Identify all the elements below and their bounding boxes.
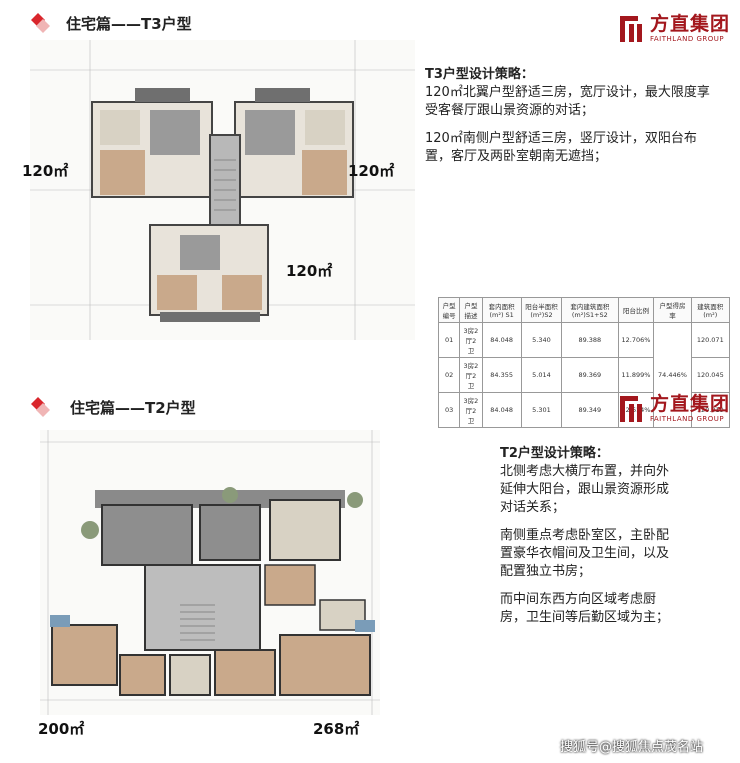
- table-header: 套内建筑面积(m²)S1+S2: [561, 297, 619, 323]
- table-cell: 89.349: [561, 392, 619, 428]
- table-cell: 01: [437, 322, 461, 358]
- brand-logo-en: FAITHLAND GROUP: [650, 415, 725, 423]
- table-cell: 5.301: [520, 392, 563, 428]
- table-cell: 5.340: [520, 322, 563, 358]
- watermark-text: 搜狐号@搜狐焦点茂名站: [560, 740, 704, 755]
- table-cell: 89.388: [561, 322, 619, 358]
- table-cell: 89.369: [561, 357, 619, 393]
- brand-logo: 方直集团 FAITHLAND GROUP: [618, 394, 730, 424]
- table-header: 阳台半面积(m²)S2: [520, 297, 563, 323]
- table-cell: 3房2厅2卫: [459, 392, 483, 428]
- table-cell: 84.048: [481, 322, 522, 358]
- table-row: 03 3房2厅2卫 84.048 5.301 89.349 12.614% 12…: [437, 392, 731, 428]
- section-marker-icon: [31, 397, 50, 417]
- brand-logo-icon: [620, 396, 642, 422]
- strategy-heading: T3户型设计策略：: [425, 67, 534, 82]
- brand-logo-icon: [620, 16, 642, 42]
- table-header: 户型得房率: [653, 297, 692, 323]
- strategy-paragraph: 北侧考虑大横厅布置，并向外延伸大阳台，跟山景资源形成对话关系；: [500, 464, 670, 515]
- area-label: 120㎡: [22, 162, 69, 180]
- table-cell-merged: 74.446%: [653, 322, 692, 428]
- table-cell: 120.019: [690, 392, 731, 428]
- section-title-t2: 住宅篇——T2户型: [70, 399, 196, 417]
- strategy-paragraph: 而中间东西方向区域考虑厨房，卫生间等后勤区域为主；: [500, 592, 670, 625]
- table-header: 户型描述: [459, 297, 483, 323]
- table-header-row: 户型编号 户型描述 套内面积(m²) S1 阳台半面积(m²)S2 套内建筑面积…: [437, 297, 731, 323]
- table-cell: 3房2厅2卫: [459, 357, 483, 393]
- section-title-t3: 住宅篇——T3户型: [66, 15, 192, 33]
- strategy-paragraph: 120㎡北翼户型舒适三房，宽厅设计，最大限度享受客餐厅跟山景资源的对话；: [425, 85, 710, 118]
- table-cell: 11.899%: [617, 357, 655, 393]
- table-cell: 120.071: [690, 322, 731, 358]
- table-cell: 84.048: [481, 392, 522, 428]
- t3-strategy: T3户型设计策略： 120㎡北翼户型舒适三房，宽厅设计，最大限度享受客餐厅跟山景…: [425, 66, 720, 166]
- strategy-paragraph: 南侧重点考虑卧室区，主卧配置豪华衣帽间及卫生间，以及配置独立书房；: [500, 528, 670, 579]
- table-cell: 02: [437, 357, 461, 393]
- table-row: 01 3房2厅2卫 84.048 5.340 89.388 12.706% 74…: [437, 322, 731, 428]
- table-header: 建筑面积(m²): [690, 297, 731, 323]
- table-header: 套内面积(m²) S1: [481, 297, 522, 323]
- table-cell: 12.706%: [617, 322, 655, 358]
- brand-logo-cn: 方直集团: [650, 393, 731, 415]
- t2-strategy: T2户型设计策略： 北侧考虑大横厅布置，并向外延伸大阳台，跟山景资源形成对话关系…: [500, 445, 675, 627]
- t3-floor-plan: [30, 40, 415, 340]
- table-cell: 5.014: [520, 357, 563, 393]
- area-label: 200㎡: [38, 720, 85, 738]
- area-label: 120㎡: [286, 262, 333, 280]
- brand-logo-cn: 方直集团: [650, 13, 731, 35]
- t2-floor-plan: [40, 430, 380, 715]
- section-marker-icon: [31, 13, 50, 33]
- unit-area-table: 户型编号 户型描述 套内面积(m²) S1 阳台半面积(m²)S2 套内建筑面积…: [437, 297, 731, 428]
- area-label: 120㎡: [348, 162, 395, 180]
- area-label: 268㎡: [313, 720, 360, 738]
- brand-logo: 方直集团 FAITHLAND GROUP: [618, 14, 730, 44]
- table-cell: 84.355: [481, 357, 522, 393]
- strategy-heading: T2户型设计策略：: [500, 446, 609, 461]
- table-cell: 120.045: [690, 357, 731, 393]
- table-cell: 03: [437, 392, 461, 428]
- table-cell: 3房2厅2卫: [459, 322, 483, 358]
- brand-logo-en: FAITHLAND GROUP: [650, 35, 725, 43]
- strategy-paragraph: 120㎡南侧户型舒适三房，竖厅设计，双阳台布置，客厅及两卧室朝南无遮挡；: [425, 131, 697, 164]
- table-header: 户型编号: [437, 297, 461, 323]
- table-header: 阳台比例: [617, 297, 655, 323]
